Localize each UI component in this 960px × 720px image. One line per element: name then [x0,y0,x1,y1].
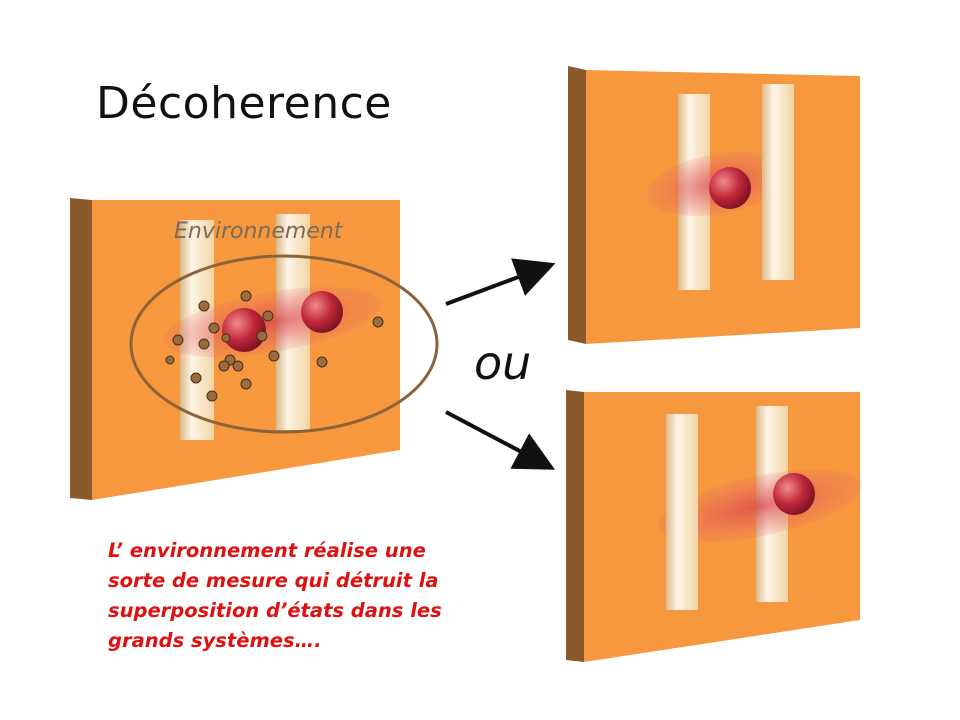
arrow-up [445,258,556,306]
caption-line: grands systèmes…. [108,629,322,652]
slide-title: Décoherence [96,78,392,129]
left-panel: Environnement [70,198,439,500]
bottom-right-panel-edge [566,390,584,662]
caption: L’ environnement réalise une sorte de me… [108,536,548,656]
top-right-panel [568,66,860,344]
top-right-slit-2-cut [762,146,794,206]
caption-line: L’ environnement réalise une [108,539,426,562]
or-label: ou [474,336,532,390]
left-ball-2 [301,291,343,333]
left-panel-edge [70,198,92,500]
caption-line: sorte de mesure qui détruit la [108,569,439,592]
left-ball-1 [222,308,266,352]
bottom-right-panel [566,390,862,662]
arrow-down [445,410,556,470]
bottom-right-slit-1-cut [666,476,698,542]
top-right-panel-edge [568,66,586,344]
environment-ellipse [129,254,439,434]
top-right-ball [709,167,751,209]
bottom-right-ball [773,473,815,515]
environment-label: Environnement [174,219,344,244]
caption-line: superposition d’états dans les [108,599,442,622]
environment-particles [165,290,384,402]
